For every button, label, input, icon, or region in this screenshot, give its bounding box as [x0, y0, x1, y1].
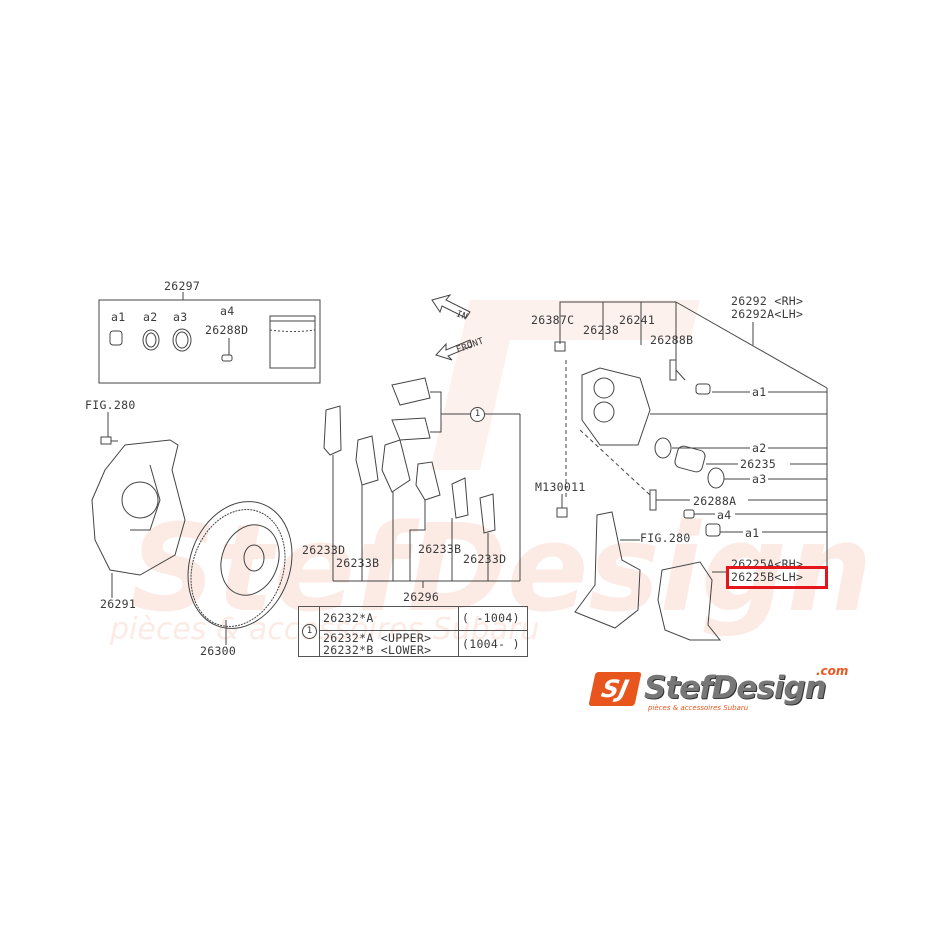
cap-part: 26241 — [619, 313, 656, 327]
marker-1: 1 — [302, 624, 317, 639]
stefdesign-logo[interactable]: SJ StefDesign .com pièces & accessoires … — [588, 664, 850, 716]
kit-item-a3: a3 — [173, 310, 188, 324]
caliper-a3: a3 — [752, 472, 767, 486]
table-row-2-part-lower: 26232*B <LOWER> — [323, 643, 432, 657]
caliper-assy-rh: 26292 <RH> — [731, 294, 804, 308]
caliper-a1-bottom: a1 — [745, 526, 760, 540]
logo-domain: .com — [816, 664, 849, 678]
table-row-1-part: 26232*A — [323, 611, 374, 625]
table-marker-cell: 1 — [299, 607, 320, 656]
caliper-a4: a4 — [717, 508, 732, 522]
fig-ref-right: FIG.280 — [640, 531, 691, 545]
kit-item-a1: a1 — [111, 310, 126, 324]
piston-part: 26235 — [740, 457, 777, 471]
shim-d-left: 26233D — [302, 543, 346, 557]
fig-ref-left: FIG.280 — [85, 398, 136, 412]
table-range-col — [458, 607, 529, 656]
marker-1: 1 — [470, 407, 485, 422]
watermark-brand: StefDesign — [130, 500, 873, 639]
table-row-2-range: (1004- ) — [462, 637, 520, 651]
support-lh-part[interactable]: 26225B<LH> — [731, 570, 804, 584]
table-row-2-part-upper: 26232*A <UPPER> — [323, 631, 432, 645]
kit-part-number: 26297 — [164, 279, 201, 293]
kit-pin-part: 26288D — [205, 323, 249, 337]
shim-b-right: 26233B — [418, 542, 462, 556]
caliper-a2: a2 — [752, 441, 767, 455]
caliper-bolt-part: 26387C — [531, 313, 575, 327]
shim-d-right: 26233D — [463, 552, 507, 566]
table-row-1-range: ( -1004) — [462, 611, 520, 625]
logo-name: StefDesign — [644, 670, 827, 706]
backing-plate-part: 26291 — [100, 597, 137, 611]
pad-variant-table: 1 26232*A ( -1004) 26232*A <UPPER> 26232… — [298, 606, 528, 657]
kit-item-a2: a2 — [143, 310, 158, 324]
highlight-box — [726, 566, 828, 589]
caliper-a1-top: a1 — [752, 385, 767, 399]
pin-b-part: 26288B — [650, 333, 694, 347]
pad-set-part: 26296 — [403, 590, 440, 604]
table-divider — [319, 630, 527, 631]
kit-item-a4: a4 — [220, 304, 235, 318]
shim-b-left: 26233B — [336, 556, 380, 570]
logo-initials: SJ — [588, 672, 642, 706]
pin-a-part: 26288A — [693, 494, 737, 508]
mount-bolt-part: M130011 — [535, 480, 586, 494]
watermark-tagline: pièces & accessoires Subaru — [110, 612, 540, 647]
rotor-part: 26300 — [200, 644, 237, 658]
bleeder-part: 26238 — [583, 323, 620, 337]
caliper-assy-lh: 26292A<LH> — [731, 307, 804, 321]
logo-tagline: pièces & accessoires Subaru — [648, 704, 749, 712]
